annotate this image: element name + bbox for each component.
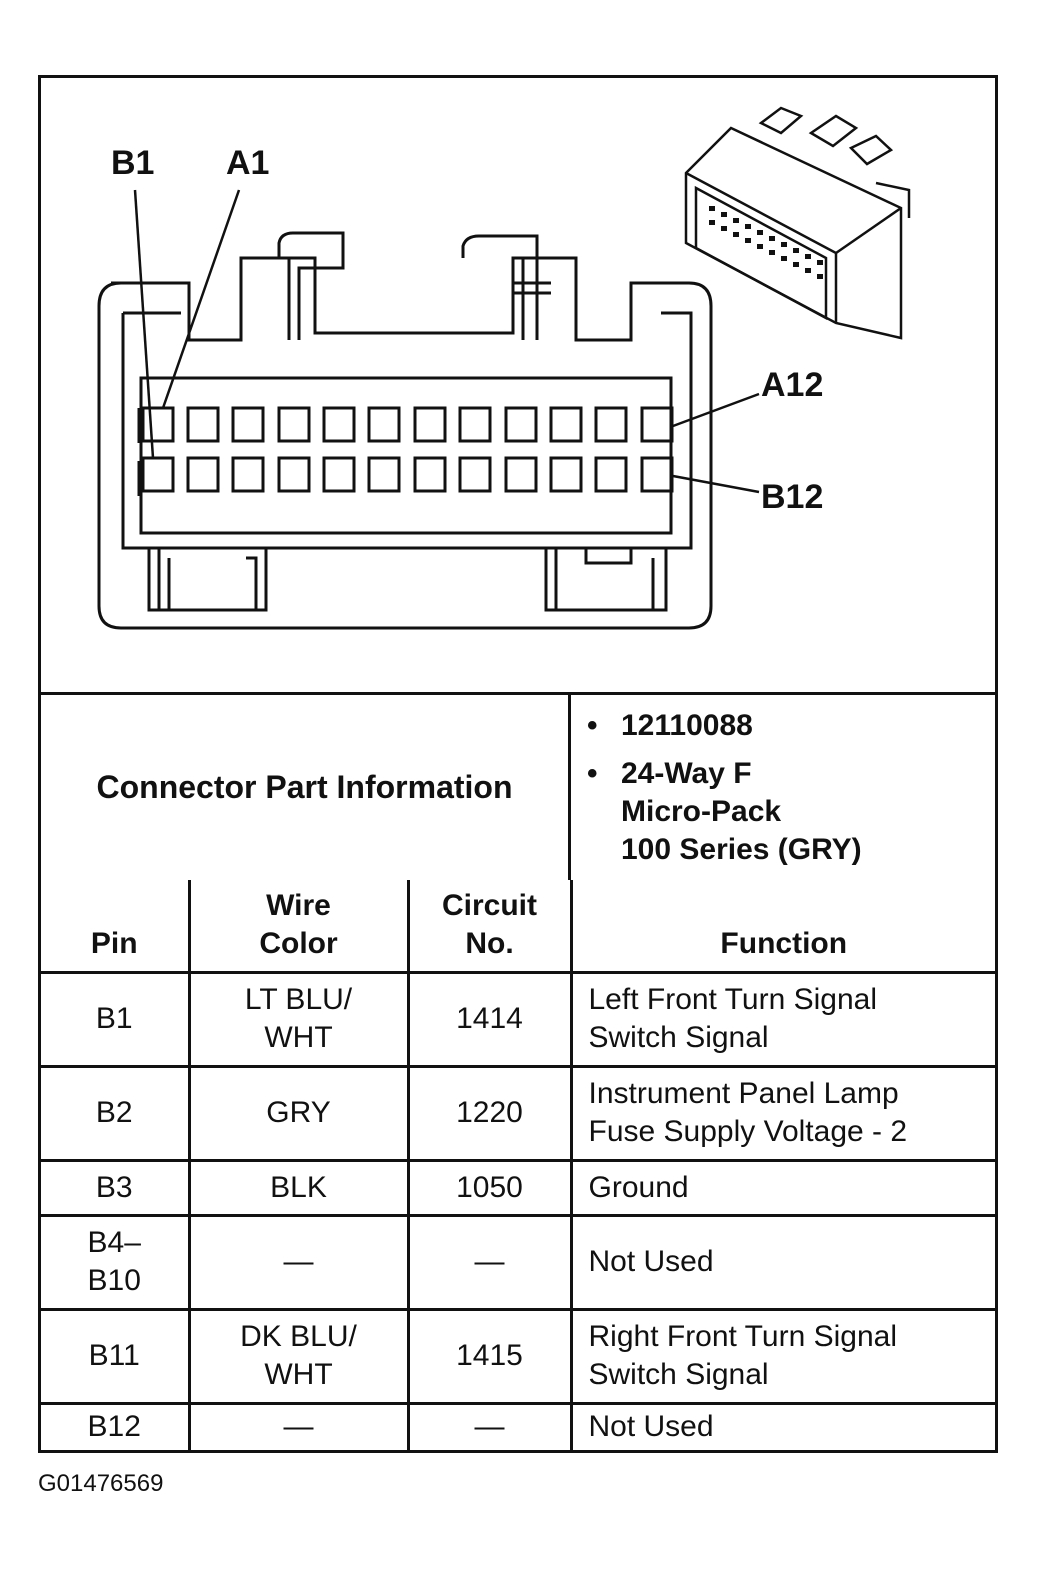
figure-id: G01476569	[38, 1470, 164, 1497]
header-circuit: Circuit No.	[406, 880, 573, 974]
cell-circuit: 1220	[406, 1064, 573, 1162]
connector-face-drawing	[97, 106, 911, 630]
connector-info-list: • 12110088 • 24-Way F Micro-Pack 100 Ser…	[571, 695, 995, 880]
bullet-icon: •	[587, 709, 598, 742]
cell-function: Instrument Panel Lamp Fuse Supply Voltag…	[569, 1064, 995, 1162]
cell-function: Ground	[569, 1158, 995, 1217]
cell-wire-color: DK BLU/ WHT	[187, 1307, 410, 1405]
cell-wire-color: LT BLU/ WHT	[187, 970, 410, 1068]
table-row: B4– B10 — — Not Used	[41, 1213, 995, 1311]
table-row: B1 LT BLU/ WHT 1414 Left Front Turn Sign…	[41, 970, 995, 1068]
cell-wire-color: —	[187, 1401, 410, 1450]
connector-part-info: Connector Part Information • 12110088 • …	[41, 692, 995, 880]
cell-wire-color: —	[187, 1213, 410, 1311]
connector-info-item: • 12110088	[587, 707, 995, 745]
cell-pin: B4– B10	[41, 1213, 191, 1311]
connector-diagram: B1 A1 A12 B12	[41, 78, 995, 692]
header-function: Function	[569, 880, 995, 974]
connector-info-item: • 24-Way F Micro-Pack 100 Series (GRY)	[587, 757, 862, 866]
cell-wire-color: GRY	[187, 1064, 410, 1162]
cell-pin: B2	[41, 1064, 191, 1162]
cell-pin: B1	[41, 970, 191, 1068]
header-pin: Pin	[41, 880, 191, 974]
cell-function: Not Used	[569, 1401, 995, 1450]
table-row: B12 — — Not Used	[41, 1401, 995, 1450]
cell-function: Right Front Turn Signal Switch Signal	[569, 1307, 995, 1405]
bullet-icon: •	[587, 757, 598, 790]
connector-info-heading: Connector Part Information	[41, 695, 571, 880]
cell-circuit: —	[406, 1213, 573, 1311]
header-wire-color: Wire Color	[187, 880, 410, 974]
cell-pin: B12	[41, 1401, 191, 1450]
cell-wire-color: BLK	[187, 1158, 410, 1217]
pinout-table: Pin Wire Color Circuit No. Function B1 L…	[41, 880, 995, 1450]
pin-label-b12: B12	[761, 478, 824, 516]
cell-function: Not Used	[569, 1213, 995, 1311]
table-row: B11 DK BLU/ WHT 1415 Right Front Turn Si…	[41, 1307, 995, 1405]
cell-pin: B11	[41, 1307, 191, 1405]
connector-sheet: B1 A1 A12 B12 Connector Part Information…	[38, 75, 998, 1453]
cell-function: Left Front Turn Signal Switch Signal	[569, 970, 995, 1068]
cell-circuit: 1050	[406, 1158, 573, 1217]
table-row: B3 BLK 1050 Ground	[41, 1158, 995, 1217]
pin-label-a1: A1	[226, 144, 270, 182]
pin-label-b1: B1	[111, 144, 155, 182]
cell-circuit: 1414	[406, 970, 573, 1068]
cell-pin: B3	[41, 1158, 191, 1217]
table-header-row: Pin Wire Color Circuit No. Function	[41, 880, 995, 974]
pin-label-a12: A12	[761, 366, 824, 404]
cell-circuit: 1415	[406, 1307, 573, 1405]
cell-circuit: —	[406, 1401, 573, 1450]
table-row: B2 GRY 1220 Instrument Panel Lamp Fuse S…	[41, 1064, 995, 1162]
